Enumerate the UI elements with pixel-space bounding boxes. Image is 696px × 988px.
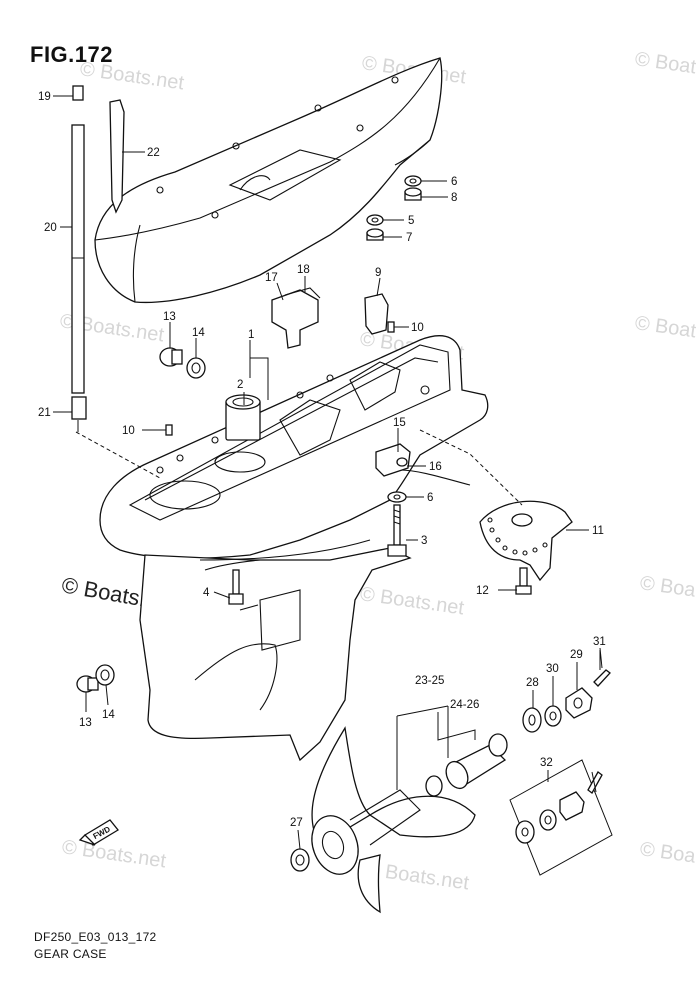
- grommet-22[interactable]: [109, 99, 125, 214]
- callout-14-upper: 14: [192, 327, 205, 339]
- washer-nut-set[interactable]: [366, 175, 422, 241]
- figure-caption: GEAR CASE: [34, 947, 107, 961]
- callout-15: 15: [393, 417, 406, 429]
- shift-rod-assembly[interactable]: [71, 85, 87, 432]
- figure-title: FIG.172: [30, 42, 113, 67]
- callout-5: 5: [408, 215, 414, 227]
- callout-11: 11: [592, 525, 604, 537]
- gear-case-cover[interactable]: [94, 57, 443, 304]
- callout-4: 4: [203, 587, 210, 599]
- callout-20: 20: [44, 222, 57, 234]
- callout-10-upper: 10: [411, 322, 424, 334]
- callout-6-upper: 6: [451, 176, 457, 188]
- drain-plug-lower[interactable]: [76, 664, 115, 693]
- bolt-4[interactable]: [228, 569, 244, 605]
- gear-case-body[interactable]: [99, 335, 489, 762]
- bolt-12[interactable]: [515, 567, 532, 595]
- callout-3: 3: [421, 535, 427, 547]
- callout-14-lower: 14: [102, 709, 115, 721]
- callout-12: 12: [476, 585, 489, 597]
- callout-9: 9: [375, 267, 381, 279]
- callout-19: 19: [38, 91, 51, 103]
- washer-28[interactable]: [522, 707, 542, 733]
- callout-28: 28: [526, 677, 539, 689]
- prop-nut-29[interactable]: [565, 687, 593, 719]
- propeller[interactable]: [304, 726, 476, 914]
- callout-7: 7: [406, 232, 412, 244]
- callout-32: 32: [540, 757, 553, 769]
- callout-30: 30: [546, 663, 559, 675]
- callout-21: 21: [38, 407, 51, 419]
- model-code: DF250_E03_013_172: [34, 930, 157, 944]
- callout-labels: 19 22 20 21 6 8 5 7 17 18 9 10 13 14 1 2…: [38, 91, 606, 829]
- clip-9[interactable]: [364, 293, 389, 335]
- callout-6-lower: 6: [427, 492, 433, 504]
- clip-17-18[interactable]: [271, 287, 321, 349]
- callout-22: 22: [147, 147, 160, 159]
- drain-plug-upper[interactable]: [159, 347, 206, 379]
- callout-18: 18: [297, 264, 310, 276]
- callout-16: 16: [429, 461, 442, 473]
- trim-tab-11[interactable]: [479, 500, 573, 582]
- thrust-washer-27[interactable]: [290, 848, 310, 872]
- callout-1: 1: [248, 329, 254, 341]
- callout-24-26: 24-26: [450, 699, 479, 711]
- prop-bushing-24-26[interactable]: [425, 733, 508, 797]
- callout-2: 2: [237, 379, 243, 391]
- fwd-arrow: FWD: [78, 819, 119, 846]
- spacer-30[interactable]: [544, 705, 562, 727]
- cotter-pin-31[interactable]: [593, 647, 611, 687]
- leader-lines: [53, 95, 601, 850]
- prop-nut-kit-32[interactable]: [509, 759, 613, 876]
- callout-13-upper: 13: [163, 311, 176, 323]
- callout-13-lower: 13: [79, 717, 92, 729]
- bolt-3[interactable]: [387, 504, 407, 557]
- callout-27: 27: [290, 817, 303, 829]
- pin-10[interactable]: [387, 321, 395, 333]
- bolt-16[interactable]: [396, 457, 408, 467]
- callout-23-25: 23-25: [415, 675, 444, 687]
- callout-10-lower: 10: [122, 425, 135, 437]
- callout-8: 8: [451, 192, 457, 204]
- anode-15[interactable]: [375, 443, 411, 477]
- callout-29: 29: [570, 649, 583, 661]
- washer-6-lower[interactable]: [387, 491, 407, 503]
- callout-31: 31: [593, 636, 606, 648]
- callout-17: 17: [265, 272, 278, 284]
